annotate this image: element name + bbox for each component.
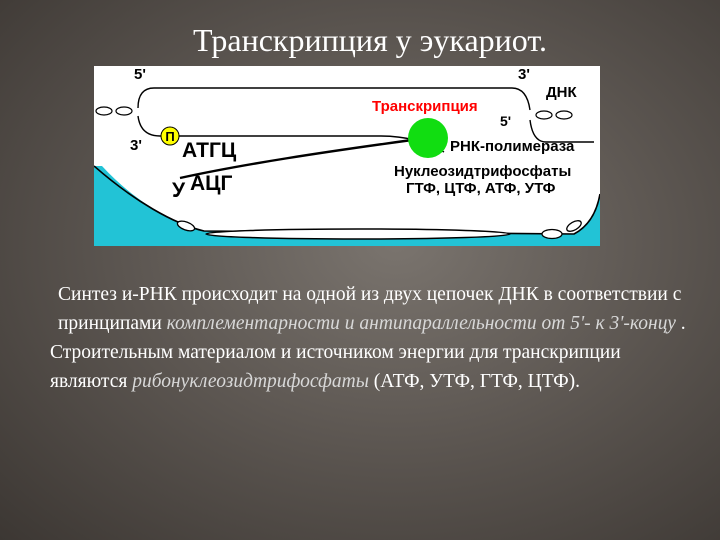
label-acg: АЦГ	[190, 172, 233, 195]
dna-end-bubble	[555, 110, 573, 120]
label-rna-polymerase: РНК-полимераза	[450, 138, 575, 155]
primer-label: П	[165, 129, 174, 144]
diagram-svg: П 5' 3' ДНК Транскрипция 5' 3' АТГЦ У АЦ…	[94, 66, 600, 246]
paragraph-1: Синтез и-РНК происходит на одной из двух…	[50, 280, 690, 338]
rna-polymerase	[408, 118, 448, 158]
p1-text-c: .	[675, 313, 686, 334]
rna-strand	[179, 138, 413, 180]
p2-text-b: рибонуклеозидтрифосфаты	[132, 371, 369, 392]
membrane-bubble	[205, 228, 511, 240]
paragraph-2: Строительным материалом и источником эне…	[50, 338, 690, 396]
p2-text-a: Строительным материалом и источником эне…	[50, 342, 621, 392]
primer-marker	[160, 126, 180, 146]
label-u: У	[172, 179, 186, 202]
transcription-diagram: П 5' 3' ДНК Транскрипция 5' 3' АТГЦ У АЦ…	[94, 66, 600, 246]
dna-end-bubble	[535, 110, 553, 120]
dna-strand-right	[529, 119, 594, 143]
label-dna: ДНК	[546, 84, 578, 101]
label-ntp-list: ГТФ, ЦТФ, АТФ, УТФ	[406, 180, 556, 197]
membrane-bubble	[566, 220, 582, 232]
dna-end-bubble	[115, 106, 133, 116]
label-3-top-right: 3'	[518, 66, 530, 83]
p2-text-c: (АТФ, УТФ, ГТФ, ЦТФ).	[368, 371, 580, 392]
body-text: Синтез и-РНК происходит на одной из двух…	[50, 280, 690, 396]
membrane-bubble	[176, 220, 196, 232]
label-3-left: 3'	[130, 137, 142, 154]
slide-title: Транскрипция у эукариот.	[193, 22, 547, 58]
label-atgc: АТГЦ	[182, 139, 237, 162]
p1-text-a: Синтез и-РНК происходит на одной из двух…	[58, 284, 682, 334]
label-transcription: Транскрипция	[372, 98, 478, 115]
membrane-outline	[94, 165, 600, 235]
label-5-rna: 5'	[500, 113, 511, 129]
dna-strand-top	[137, 87, 531, 111]
membrane-bubble	[541, 228, 563, 240]
p1-text-b: комплементарности и антипараллельности о…	[166, 313, 676, 334]
label-5-top-left: 5'	[134, 66, 146, 83]
dna-end-bubble	[95, 106, 113, 116]
label-ntp-title: Нуклеозидтрифосфаты	[394, 163, 571, 180]
